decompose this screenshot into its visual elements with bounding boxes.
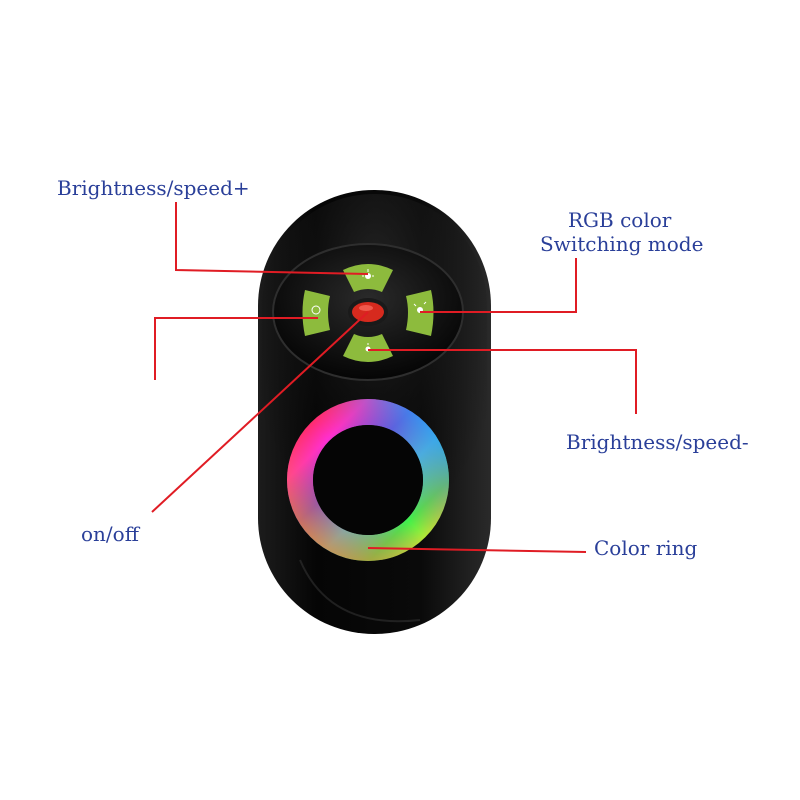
label-brightness-speed-minus: Brightness/speed- [566, 430, 749, 454]
label-brightness-speed-plus: Brightness/speed+ [57, 176, 250, 200]
label-color-ring: Color ring [594, 536, 698, 560]
leader-left-button [154, 317, 318, 380]
brightness-speed-up-button[interactable] [343, 264, 393, 292]
color-ring[interactable] [287, 399, 449, 561]
leader-lines [151, 202, 637, 553]
label-rgb-mode-line2: Switching mode [540, 232, 704, 256]
leader-brightness-speed-plus [175, 202, 369, 275]
power-icon [311, 305, 321, 315]
left-button[interactable] [302, 290, 331, 336]
label-rgb-mode-line1: RGB color [568, 208, 672, 232]
leader-color-ring [367, 547, 587, 553]
leader-on-off [151, 311, 369, 513]
leader-brightness-speed-minus [368, 349, 637, 414]
label-on-off: on/off [81, 522, 139, 546]
rgb-mode-button[interactable] [406, 290, 434, 336]
leader-rgb-mode [420, 258, 577, 313]
